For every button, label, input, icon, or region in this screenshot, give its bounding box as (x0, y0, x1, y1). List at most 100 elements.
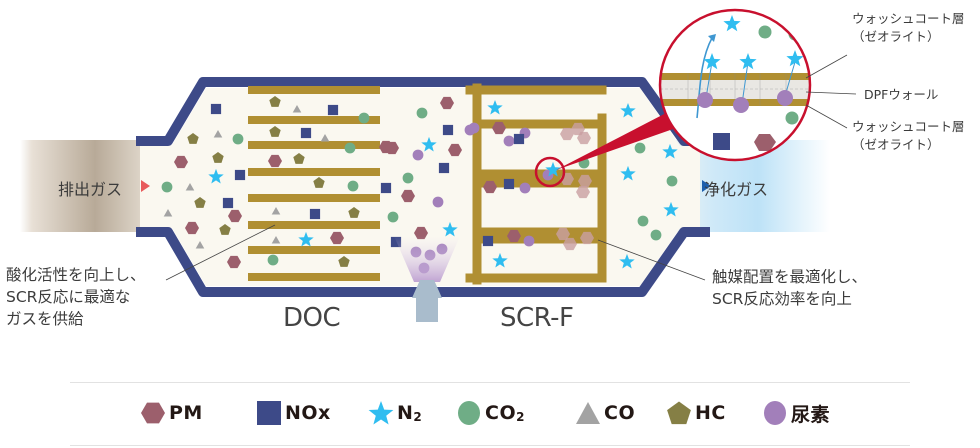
doc-plate (248, 194, 380, 202)
n2-particle (487, 100, 503, 115)
nox-particle (222, 197, 234, 209)
legend-label: 尿素 (791, 403, 831, 426)
n2-particle (723, 15, 741, 32)
urea-particle (468, 122, 480, 134)
legend-label: HC (695, 402, 726, 424)
leader-dpf-wall (805, 91, 857, 95)
legend-item-co: CO (575, 398, 635, 428)
pm-particle (227, 255, 241, 269)
doc-note-line: 酸化活性を向上し、 (6, 266, 146, 284)
pm-particle (507, 229, 521, 243)
co2-particle (344, 142, 356, 154)
legend-label: N2 (397, 402, 423, 424)
co2-particle (358, 112, 370, 124)
doc-note-line: ガスを供給 (6, 310, 84, 328)
co2-particle (637, 215, 649, 227)
pm-particle (228, 209, 242, 223)
trapped-pm-particle (580, 231, 594, 245)
urea-particle (523, 235, 535, 247)
nox-particle (380, 182, 392, 194)
nox-particle (503, 178, 515, 190)
hc-particle (313, 177, 325, 188)
doc-plate (248, 273, 380, 281)
nox-particle (513, 133, 525, 145)
doc-note: 酸化活性を向上し、 SCR反応に最適な ガスを供給 (6, 264, 146, 330)
washcoat-top-line: ウォッシュコート層 (852, 11, 965, 26)
urea-injector-icon (412, 280, 442, 322)
n2-particle (620, 103, 636, 118)
co-particle (271, 207, 281, 215)
urea-particle (503, 135, 515, 147)
nox-particle (309, 208, 321, 220)
pm-particle (440, 96, 454, 110)
urea-particle (432, 196, 444, 208)
doc-plate (248, 168, 380, 176)
inlet-gas-label: 排出ガス (58, 180, 123, 199)
doc-catalyst (248, 86, 380, 281)
n2-particle (545, 161, 561, 177)
leader-note-left (165, 224, 276, 281)
washcoat-bottom-label: ウォッシュコート層 （ゼオライト） (852, 118, 965, 154)
co-particle (163, 209, 173, 217)
urea-particle (519, 182, 531, 194)
magnifier-target-ring (534, 156, 566, 188)
gas-particles (161, 96, 679, 274)
hc-particle (293, 153, 305, 164)
trapped-pm-particle (563, 237, 577, 251)
pm-particle (330, 231, 344, 245)
trapped-pm-particle (577, 131, 591, 145)
doc-label: DOC (283, 303, 341, 333)
legend-label: NOx (285, 402, 331, 424)
co2-particle (650, 229, 662, 241)
scrf-note-line: SCR反応効率を向上 (712, 290, 852, 308)
urea-spray-cone (394, 236, 460, 282)
co2-particle (232, 133, 244, 145)
urea-legend-icon (764, 401, 786, 425)
nox-particle (210, 103, 222, 115)
doc-plate (248, 221, 380, 229)
trapped-pm-particle (560, 127, 574, 141)
co2-particle (402, 172, 414, 184)
trapped-pm-particle (556, 227, 570, 241)
scrf-wall-filter (465, 83, 607, 285)
n2-particle (492, 252, 508, 268)
scrf-note-line: 触媒配置を最適化し、 (712, 268, 868, 286)
washcoat-top-line: （ゼオライト） (852, 29, 940, 44)
nox-particle (327, 104, 339, 116)
pm-particle (483, 180, 497, 194)
scrf-catalyst (465, 83, 607, 285)
doc-plate (248, 116, 380, 124)
nox-legend-icon (257, 401, 281, 425)
zoom-detail-circle (658, 8, 812, 162)
co-particle (195, 241, 205, 249)
n2-particle (298, 231, 314, 247)
inlet-arrow-icon (141, 180, 150, 192)
outlet-gas-label: 浄化ガス (704, 180, 769, 199)
legend-item-hc: HC (666, 398, 726, 428)
doc-plate (248, 246, 380, 254)
n2-particle (619, 253, 635, 269)
trapped-pm-particle (578, 174, 592, 188)
leader-washcoat-bottom (805, 104, 848, 129)
nox-particle (300, 127, 312, 139)
legend-item-nox: NOx (256, 398, 331, 428)
pm-particle (268, 154, 282, 168)
co-particle (320, 134, 330, 142)
pm-particle (174, 155, 188, 169)
legend-item-n2: N2 (368, 398, 422, 428)
n2-particle (421, 136, 437, 152)
pm-particle (185, 221, 199, 235)
co-particle (213, 130, 223, 138)
n2-particle (786, 50, 804, 67)
pm-legend-icon (141, 402, 165, 424)
co-legend-icon (576, 402, 600, 424)
co2-particle (387, 211, 399, 223)
hc-particle (269, 96, 281, 107)
nox-particle (438, 162, 450, 174)
leader-note-right (597, 239, 706, 281)
pm-particle (385, 141, 399, 155)
hc-particle (338, 256, 350, 267)
co-particle (292, 105, 302, 113)
